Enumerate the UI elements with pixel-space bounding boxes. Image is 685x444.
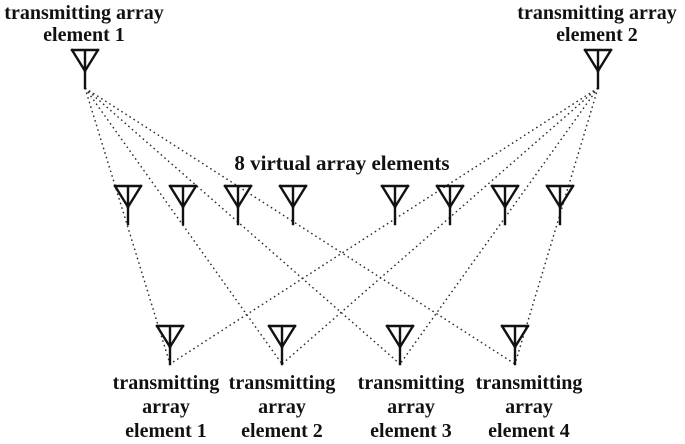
path-tx2-to-bottom4 — [514, 87, 599, 365]
virtual-array-label: 8 virtual array elements — [234, 151, 450, 175]
tx2-label-line2: element 2 — [556, 24, 638, 46]
bottom-element-2-line1: transmitting — [228, 372, 336, 394]
tx2-label: transmitting array element 2 — [517, 2, 676, 46]
bottom-element-2-line3: element 2 — [241, 420, 323, 442]
bottom-element-4-line2: array — [505, 396, 553, 418]
bottom-element-4-line1: transmitting — [475, 372, 583, 394]
bottom-element-3-label: transmitting array element 3 — [358, 371, 465, 443]
tx1-label: transmitting array element 1 — [4, 2, 163, 46]
virtual-antenna-4-icon — [278, 184, 308, 226]
bottom-element-3-line1: transmitting — [357, 372, 465, 394]
bottom-element-1-line3: element 1 — [125, 420, 207, 442]
virtual-antenna-8-icon — [545, 184, 575, 226]
tx1-antenna-icon — [70, 48, 100, 90]
bottom-element-1-line2: array — [142, 396, 190, 418]
tx1-label-line2: element 1 — [43, 24, 125, 46]
virtual-antenna-3-icon — [223, 184, 253, 226]
path-tx2-to-bottom3 — [399, 87, 599, 365]
virtual-antenna-row — [113, 184, 575, 226]
bottom-element-3-line2: array — [387, 396, 435, 418]
bottom-element-4-label: transmitting array element 4 — [476, 371, 583, 443]
path-tx2-to-bottom2 — [281, 87, 599, 365]
bottom-element-4-line3: element 4 — [488, 420, 570, 442]
bottom-element-3-line3: element 3 — [370, 420, 452, 442]
virtual-antenna-2-icon — [168, 184, 198, 226]
bottom-antenna-2-icon — [267, 324, 297, 366]
virtual-antenna-7-icon — [490, 184, 520, 226]
bottom-antenna-row — [155, 324, 530, 366]
virtual-antenna-1-icon — [113, 184, 143, 226]
path-tx1-to-bottom4 — [84, 87, 516, 365]
tx2-antenna-icon — [583, 48, 613, 90]
virtual-antenna-6-icon — [435, 184, 465, 226]
bottom-antenna-1-icon — [155, 324, 185, 366]
bottom-element-1-label: transmitting array element 1 — [113, 371, 220, 443]
tx2-label-line1: transmitting array — [517, 2, 677, 24]
path-tx1-to-bottom1 — [84, 87, 171, 365]
bottom-antenna-3-icon — [385, 324, 415, 366]
path-tx1-to-bottom2 — [84, 87, 283, 365]
dotted-paths — [84, 87, 599, 365]
tx1-label-line1: transmitting array — [4, 2, 164, 24]
path-tx2-to-bottom1 — [169, 87, 599, 365]
bottom-element-2-line2: array — [258, 396, 306, 418]
path-tx1-to-bottom3 — [84, 87, 401, 365]
bottom-element-1-line1: transmitting — [112, 372, 220, 394]
top-antenna-row — [70, 48, 613, 90]
bottom-element-2-label: transmitting array element 2 — [229, 371, 336, 443]
virtual-antenna-5-icon — [380, 184, 410, 226]
